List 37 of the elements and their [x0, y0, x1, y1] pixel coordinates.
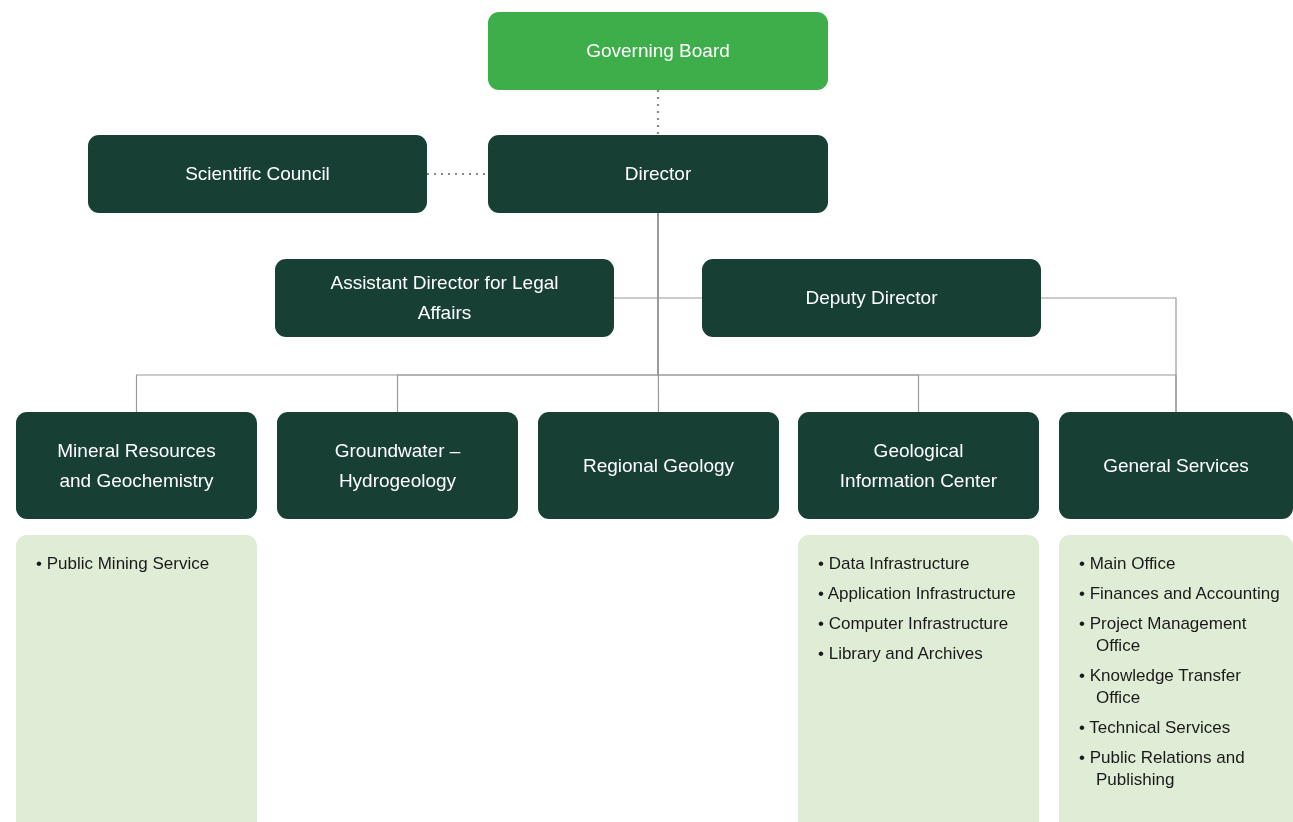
org-box — [1059, 412, 1293, 519]
box-label: Deputy Director — [805, 286, 938, 310]
box-label: Assistant Director for Legal Affairs — [329, 271, 560, 325]
list-item: • Data Infrastructure — [818, 553, 971, 575]
list-item: • Public Mining Service — [36, 553, 211, 575]
box-label: Scientific Council — [185, 162, 330, 186]
list-panel — [798, 535, 1039, 822]
list-item: • Public Relations and Publishing — [1079, 747, 1246, 791]
list-panel — [1059, 535, 1293, 822]
org-box — [702, 259, 1041, 337]
box-label: Director — [624, 162, 692, 186]
list-panel — [16, 535, 257, 822]
box-label: General Services — [1103, 453, 1249, 478]
list-item: • Computer Infrastructure — [818, 613, 1010, 635]
list-item: • Main Office — [1079, 553, 1177, 575]
org-box — [488, 135, 828, 213]
dotted-connector — [656, 90, 660, 135]
org-box — [88, 135, 427, 213]
list-item: • Technical Services — [1079, 717, 1232, 739]
list-item: • Finances and Accounting — [1079, 583, 1281, 605]
box-label: Geological Information Center — [838, 438, 999, 493]
org-box — [277, 412, 518, 519]
list-item: • Knowledge Transfer Office — [1079, 665, 1242, 709]
org-box — [798, 412, 1039, 519]
list-item: • Project Management Office — [1079, 613, 1248, 657]
box-label: Groundwater – Hydrogeology — [333, 438, 462, 493]
list-item: • Library and Archives — [818, 643, 984, 665]
org-box — [16, 412, 257, 519]
dotted-connector — [427, 172, 488, 176]
box-label: Regional Geology — [582, 453, 734, 478]
connector-line — [1040, 297, 1177, 413]
box-label: Mineral Resources and Geochemistry — [56, 438, 217, 493]
box-label: Governing Board — [586, 39, 730, 63]
org-box — [488, 12, 828, 90]
org-box — [538, 412, 779, 519]
org-box — [275, 259, 614, 337]
list-item: • Application Infrastructure — [818, 583, 1017, 605]
